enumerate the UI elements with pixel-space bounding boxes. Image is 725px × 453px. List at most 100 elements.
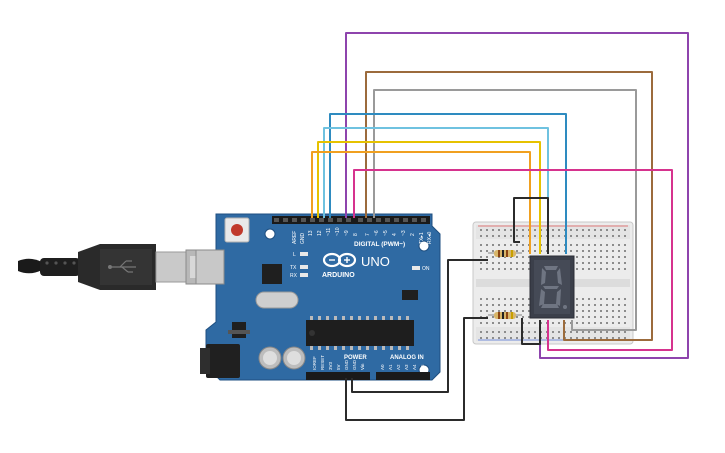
breadboard-hole[interactable]: [510, 310, 512, 312]
breadboard-hole[interactable]: [582, 229, 584, 231]
breadboard-hole[interactable]: [498, 322, 500, 324]
seven-segment-display[interactable]: 8: [529, 255, 575, 319]
breadboard-hole[interactable]: [516, 331, 518, 333]
breadboard-hole[interactable]: [606, 262, 608, 264]
breadboard-hole[interactable]: [624, 256, 626, 258]
breadboard-hole[interactable]: [618, 229, 620, 231]
breadboard-hole[interactable]: [522, 229, 524, 231]
breadboard-hole[interactable]: [618, 250, 620, 252]
breadboard-hole[interactable]: [510, 262, 512, 264]
breadboard-hole[interactable]: [624, 250, 626, 252]
breadboard-hole[interactable]: [522, 250, 524, 252]
breadboard-hole[interactable]: [492, 244, 494, 246]
breadboard-hole[interactable]: [582, 322, 584, 324]
breadboard-hole[interactable]: [522, 268, 524, 270]
breadboard-hole[interactable]: [606, 304, 608, 306]
breadboard-hole[interactable]: [588, 337, 590, 339]
breadboard-hole[interactable]: [594, 316, 596, 318]
breadboard-hole[interactable]: [510, 235, 512, 237]
breadboard-hole[interactable]: [588, 298, 590, 300]
breadboard-hole[interactable]: [486, 235, 488, 237]
breadboard-hole[interactable]: [624, 337, 626, 339]
breadboard-hole[interactable]: [504, 268, 506, 270]
breadboard-hole[interactable]: [594, 229, 596, 231]
breadboard-hole[interactable]: [594, 262, 596, 264]
breadboard-hole[interactable]: [516, 262, 518, 264]
breadboard-hole[interactable]: [498, 262, 500, 264]
wires[interactable]: [311, 32, 689, 421]
breadboard-hole[interactable]: [600, 268, 602, 270]
breadboard-hole[interactable]: [486, 337, 488, 339]
breadboard-hole[interactable]: [522, 316, 524, 318]
breadboard-hole[interactable]: [576, 304, 578, 306]
breadboard-hole[interactable]: [588, 235, 590, 237]
breadboard-hole[interactable]: [594, 256, 596, 258]
breadboard-hole[interactable]: [588, 256, 590, 258]
breadboard-hole[interactable]: [480, 310, 482, 312]
breadboard-hole[interactable]: [558, 250, 560, 252]
breadboard-hole[interactable]: [594, 268, 596, 270]
breadboard-hole[interactable]: [594, 331, 596, 333]
breadboard-hole[interactable]: [624, 244, 626, 246]
breadboard-hole[interactable]: [480, 235, 482, 237]
breadboard-hole[interactable]: [486, 298, 488, 300]
breadboard-hole[interactable]: [576, 268, 578, 270]
breadboard-hole[interactable]: [594, 298, 596, 300]
breadboard-hole[interactable]: [600, 250, 602, 252]
breadboard-hole[interactable]: [618, 256, 620, 258]
wire-black-bottom-jumper[interactable]: [521, 318, 541, 345]
breadboard-hole[interactable]: [552, 250, 554, 252]
breadboard-hole[interactable]: [516, 310, 518, 312]
breadboard-hole[interactable]: [576, 235, 578, 237]
breadboard-hole[interactable]: [510, 244, 512, 246]
breadboard-hole[interactable]: [522, 298, 524, 300]
breadboard-hole[interactable]: [588, 250, 590, 252]
breadboard-hole[interactable]: [624, 268, 626, 270]
breadboard-hole[interactable]: [486, 229, 488, 231]
breadboard-hole[interactable]: [594, 250, 596, 252]
breadboard-hole[interactable]: [588, 310, 590, 312]
breadboard-hole[interactable]: [522, 262, 524, 264]
breadboard-hole[interactable]: [624, 331, 626, 333]
breadboard-hole[interactable]: [480, 337, 482, 339]
breadboard-hole[interactable]: [606, 298, 608, 300]
breadboard-hole[interactable]: [558, 235, 560, 237]
breadboard-hole[interactable]: [552, 229, 554, 231]
breadboard-hole[interactable]: [558, 244, 560, 246]
breadboard-hole[interactable]: [594, 322, 596, 324]
breadboard-hole[interactable]: [600, 298, 602, 300]
breadboard-hole[interactable]: [492, 268, 494, 270]
breadboard-hole[interactable]: [606, 310, 608, 312]
breadboard-hole[interactable]: [624, 229, 626, 231]
breadboard-hole[interactable]: [582, 310, 584, 312]
breadboard-hole[interactable]: [588, 268, 590, 270]
breadboard-hole[interactable]: [528, 268, 530, 270]
wire-light-blue[interactable]: [323, 127, 549, 254]
breadboard-hole[interactable]: [504, 229, 506, 231]
breadboard-hole[interactable]: [516, 244, 518, 246]
breadboard-hole[interactable]: [558, 331, 560, 333]
breadboard-hole[interactable]: [600, 256, 602, 258]
breadboard-hole[interactable]: [588, 316, 590, 318]
breadboard-hole[interactable]: [612, 337, 614, 339]
breadboard-hole[interactable]: [534, 244, 536, 246]
breadboard-hole[interactable]: [576, 337, 578, 339]
breadboard-hole[interactable]: [492, 322, 494, 324]
breadboard-hole[interactable]: [582, 331, 584, 333]
breadboard-hole[interactable]: [516, 322, 518, 324]
breadboard-hole[interactable]: [504, 298, 506, 300]
wire-blue[interactable]: [329, 113, 567, 254]
breadboard-hole[interactable]: [498, 229, 500, 231]
breadboard-hole[interactable]: [492, 256, 494, 258]
breadboard-hole[interactable]: [552, 322, 554, 324]
breadboard-hole[interactable]: [624, 235, 626, 237]
breadboard-hole[interactable]: [558, 229, 560, 231]
breadboard-hole[interactable]: [588, 322, 590, 324]
breadboard-hole[interactable]: [600, 235, 602, 237]
breadboard-hole[interactable]: [480, 268, 482, 270]
breadboard-hole[interactable]: [522, 256, 524, 258]
breadboard-hole[interactable]: [522, 244, 524, 246]
breadboard-hole[interactable]: [582, 304, 584, 306]
breadboard-hole[interactable]: [594, 235, 596, 237]
